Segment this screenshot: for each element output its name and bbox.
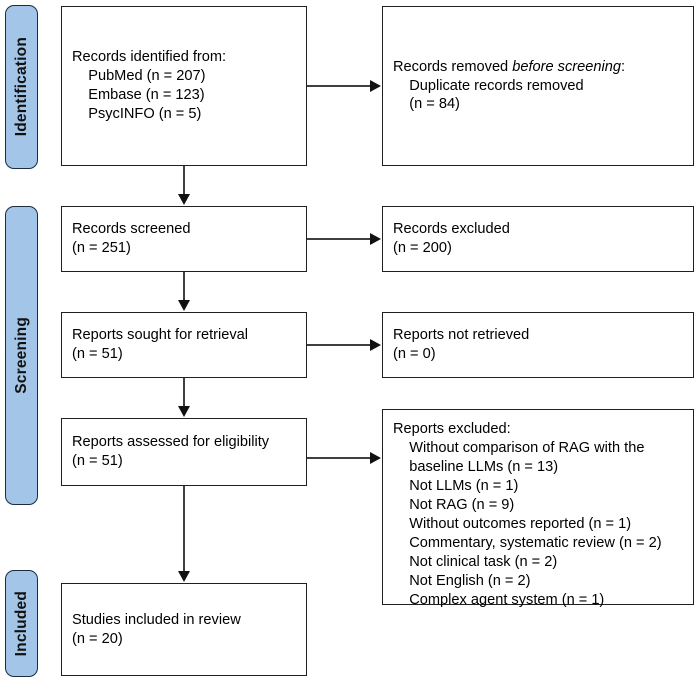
connector-assessed-to-reports-excluded [307, 457, 371, 459]
box-reports-sought: Reports sought for retrieval (n = 51) [61, 312, 307, 378]
box-reports-not-retrieved-text: Reports not retrieved (n = 0) [393, 327, 530, 362]
records-removed-heading-post: : [620, 58, 626, 75]
arrowhead-sought-to-not-retrieved [370, 338, 381, 351]
box-records-identified-text: Records identified from: PubMed (n = 207… [72, 49, 227, 122]
arrowhead-assessed-to-reports-excluded [370, 451, 381, 464]
connector-screened-to-sought [183, 272, 185, 301]
box-records-removed: Records removed before screening: Duplic… [382, 6, 694, 166]
arrowhead-assessed-to-included [177, 571, 190, 582]
box-records-screened-text: Records screened (n = 251) [72, 221, 191, 256]
box-records-screened: Records screened (n = 251) [61, 206, 307, 272]
stage-tab-identification-label: Identification [12, 37, 30, 137]
stage-tab-screening-label: Screening [12, 317, 30, 394]
box-reports-assessed-text: Reports assessed for eligibility (n = 51… [72, 434, 270, 469]
box-reports-not-retrieved: Reports not retrieved (n = 0) [382, 312, 694, 378]
records-removed-heading-italic: before screening [512, 58, 621, 75]
connector-sought-to-not-retrieved [307, 344, 371, 346]
box-studies-included: Studies included in review (n = 20) [61, 583, 307, 676]
box-reports-sought-text: Reports sought for retrieval (n = 51) [72, 327, 249, 362]
arrowhead-identified-to-removed [370, 79, 381, 92]
box-records-removed-text: Records removed before screening: Duplic… [383, 58, 693, 115]
records-removed-heading-pre: Records removed [393, 58, 513, 75]
connector-screened-to-excluded [307, 238, 371, 240]
stage-tab-included: Included [5, 570, 38, 677]
connector-assessed-to-included [183, 486, 185, 572]
connector-identified-to-screened [183, 166, 185, 195]
box-reports-excluded: Reports excluded: Without comparison of … [382, 409, 694, 608]
connector-identified-to-removed [307, 85, 371, 87]
arrowhead-screened-to-sought [177, 300, 190, 311]
box-reports-assessed: Reports assessed for eligibility (n = 51… [61, 418, 307, 486]
stage-tab-included-label: Included [12, 590, 30, 657]
stage-tab-screening: Screening [5, 206, 38, 505]
box-studies-included-text: Studies included in review (n = 20) [72, 611, 241, 647]
arrowhead-identified-to-screened [177, 194, 190, 205]
box-reports-excluded-text: Reports excluded: Without comparison of … [393, 421, 662, 608]
box-records-identified: Records identified from: PubMed (n = 207… [61, 6, 307, 166]
arrowhead-screened-to-excluded [370, 232, 381, 245]
connector-sought-to-assessed [183, 378, 185, 407]
arrowhead-sought-to-assessed [177, 406, 190, 417]
box-records-excluded: Records excluded (n = 200) [382, 206, 694, 272]
records-removed-tail: Duplicate records removed (n = 84) [409, 77, 584, 113]
stage-tab-identification: Identification [5, 5, 38, 169]
box-records-excluded-text: Records excluded (n = 200) [393, 221, 510, 256]
